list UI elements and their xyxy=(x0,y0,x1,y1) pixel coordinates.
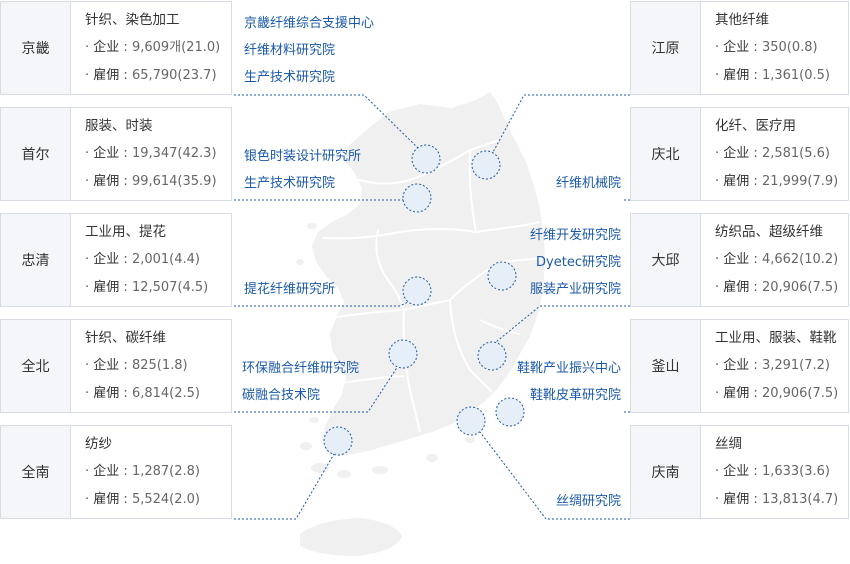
employment-row: · 雇佣 : 5,524(2.0) xyxy=(85,492,200,507)
marker-busan-2 xyxy=(495,397,525,427)
region-name: 江原 xyxy=(631,2,701,94)
firms-row: · 企业 : 1,633(3.6) xyxy=(715,464,830,479)
institute-link[interactable]: 生产技术研究院 xyxy=(244,70,336,85)
marker-seoul xyxy=(402,183,432,213)
region-card-jeonnam: 全南 纺纱 · 企业 : 1,287(2.8) · 雇佣 : 5,524(2.0… xyxy=(0,425,232,519)
region-card-chungcheong: 忠清 工业用、提花 · 企业 : 2,001(4.4) · 雇佣 : 12,50… xyxy=(0,213,232,307)
firms-row: · 企业 : 350(0.8) xyxy=(715,40,818,55)
region-name: 京畿 xyxy=(1,2,71,94)
marker-jeonbuk xyxy=(388,339,418,369)
institute-link[interactable]: 环保融合纤维研究院 xyxy=(242,361,360,376)
region-boundaries xyxy=(321,139,545,433)
marker-gyeongnam xyxy=(456,406,486,436)
region-card-busan: 釜山 工业用、服装、鞋靴 · 企业 : 3,291(7.2) · 雇佣 : 20… xyxy=(630,319,849,413)
employment-row: · 雇佣 : 12,507(4.5) xyxy=(85,280,209,295)
leader-lines xyxy=(234,94,630,520)
region-industry: 针织、碳纤维 xyxy=(85,330,166,346)
institute-link[interactable]: 银色时装设计研究所 xyxy=(244,149,362,164)
employment-row: · 雇佣 : 20,906(7.5) xyxy=(715,386,839,401)
institute-link[interactable]: 生产技术研究院 xyxy=(244,176,336,191)
markers xyxy=(323,144,525,456)
region-name: 全南 xyxy=(1,426,71,518)
institute-link[interactable]: 纤维开发研究院 xyxy=(529,228,621,243)
employment-row: · 雇佣 : 13,813(4.7) xyxy=(715,492,839,507)
employment-row: · 雇佣 : 20,906(7.5) xyxy=(715,280,839,295)
institute-link[interactable]: 服装产业研究院 xyxy=(529,282,621,297)
region-industry: 其他纤维 xyxy=(715,12,769,28)
region-industry: 工业用、服装、鞋靴 xyxy=(715,330,837,346)
region-industry: 丝绸 xyxy=(715,436,742,452)
employment-row: · 雇佣 : 65,790(23.7) xyxy=(85,68,217,83)
employment-row: · 雇佣 : 99,614(35.9) xyxy=(85,174,217,189)
marker-daegu xyxy=(487,261,517,291)
firms-row: · 企业 : 2,581(5.6) xyxy=(715,146,830,161)
islands xyxy=(296,223,475,556)
firms-row: · 企业 : 19,347(42.3) xyxy=(85,146,217,161)
institute-link[interactable]: 京畿纤维综合支援中心 xyxy=(244,16,375,31)
region-name: 大邱 xyxy=(631,214,701,306)
marker-gangwon xyxy=(471,150,501,180)
institute-link[interactable]: 纤维机械院 xyxy=(555,176,621,191)
region-name: 忠清 xyxy=(1,214,71,306)
region-name: 全北 xyxy=(1,320,71,412)
region-industry: 纺纱 xyxy=(85,436,112,452)
region-card-jeonbuk: 全北 针织、碳纤维 · 企业 : 825(1.8) · 雇佣 : 6,814(2… xyxy=(0,319,232,413)
region-card-gangwon: 江原 其他纤维 · 企业 : 350(0.8) · 雇佣 : 1,361(0.5… xyxy=(630,1,849,95)
institute-link[interactable]: 鞋靴皮革研究院 xyxy=(529,388,621,403)
region-name: 庆北 xyxy=(631,108,701,200)
firms-row: · 企业 : 9,609개(21.0) xyxy=(85,40,221,55)
institute-link[interactable]: 碳融合技术院 xyxy=(242,388,321,403)
region-industry: 针织、染色加工 xyxy=(85,12,180,28)
region-industry: 工业用、提花 xyxy=(85,224,166,240)
firms-row: · 企业 : 1,287(2.8) xyxy=(85,464,200,479)
region-name: 釜山 xyxy=(631,320,701,412)
marker-gyeonggi xyxy=(411,144,441,174)
region-card-seoul: 首尔 服装、时装 · 企业 : 19,347(42.3) · 雇佣 : 99,6… xyxy=(0,107,232,201)
institute-link[interactable]: 丝绸研究院 xyxy=(555,494,621,509)
region-card-gyeongbuk: 庆北 化纤、医疗用 · 企业 : 2,581(5.6) · 雇佣 : 21,99… xyxy=(630,107,849,201)
region-card-daegu: 大邱 纺织品、超级纤维 · 企业 : 4,662(10.2) · 雇佣 : 20… xyxy=(630,213,849,307)
region-card-gyeongnam: 庆南 丝绸 · 企业 : 1,633(3.6) · 雇佣 : 13,813(4.… xyxy=(630,425,849,519)
firms-row: · 企业 : 2,001(4.4) xyxy=(85,252,200,267)
marker-busan-1 xyxy=(477,341,507,371)
region-card-gyeonggi: 京畿 针织、染色加工 · 企业 : 9,609개(21.0) · 雇佣 : 65… xyxy=(0,1,232,95)
firms-row: · 企业 : 825(1.8) xyxy=(85,358,188,373)
employment-row: · 雇佣 : 1,361(0.5) xyxy=(715,68,830,83)
region-name: 庆南 xyxy=(631,426,701,518)
institute-link[interactable]: 鞋靴产业振兴中心 xyxy=(516,361,621,376)
institute-link[interactable]: 提花纤维研究所 xyxy=(244,282,336,297)
firms-row: · 企业 : 4,662(10.2) xyxy=(715,252,839,267)
employment-row: · 雇佣 : 21,999(7.9) xyxy=(715,174,839,189)
firms-row: · 企业 : 3,291(7.2) xyxy=(715,358,830,373)
marker-chungcheong xyxy=(402,276,432,306)
region-industry: 纺织品、超级纤维 xyxy=(715,224,823,240)
region-industry: 服装、时装 xyxy=(85,118,153,134)
region-industry: 化纤、医疗用 xyxy=(715,118,796,134)
institute-link[interactable]: 纤维材料研究院 xyxy=(244,43,336,58)
region-name: 首尔 xyxy=(1,108,71,200)
marker-jeonnam xyxy=(323,426,353,456)
institute-link[interactable]: Dyetec研究院 xyxy=(536,255,621,270)
employment-row: · 雇佣 : 6,814(2.5) xyxy=(85,386,200,401)
